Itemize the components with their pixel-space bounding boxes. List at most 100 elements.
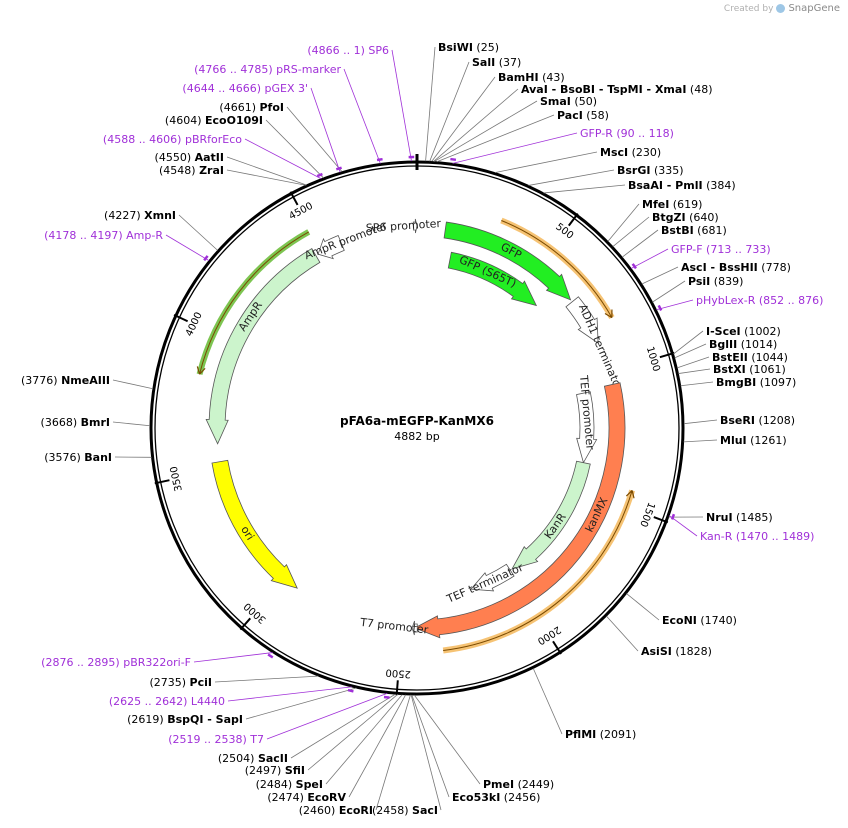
primer-binding-arc xyxy=(500,217,615,320)
site-label[interactable]: NruI (1485) xyxy=(706,511,773,524)
site-label[interactable]: AsiSI (1828) xyxy=(641,645,712,658)
feature-adh1-terminator[interactable] xyxy=(565,296,599,344)
feature-sp6-promoter[interactable] xyxy=(412,218,418,234)
feature-kanr[interactable] xyxy=(511,460,591,570)
feature-gfp-s65t[interactable] xyxy=(447,251,538,307)
site-label[interactable]: BamHI (43) xyxy=(498,71,565,84)
site-label[interactable]: PsiI (839) xyxy=(688,275,743,288)
site-label[interactable]: BstXI (1061) xyxy=(713,363,786,376)
feature-ampr-promoter[interactable] xyxy=(317,234,345,260)
feature-gfp[interactable] xyxy=(443,221,572,301)
site-label[interactable]: AvaI - BsoBI - TspMI - XmaI (48) xyxy=(521,83,713,96)
label-coord: (4604) xyxy=(165,114,205,127)
site-label[interactable]: (2458) SacI xyxy=(372,804,438,817)
label-coord: (640) xyxy=(686,211,719,224)
feature-tef-terminator[interactable] xyxy=(470,563,515,592)
site-label[interactable]: (2497) SfiI xyxy=(245,764,305,777)
feature-label-ampr-promoter: AmpR promoter xyxy=(303,219,390,262)
site-label[interactable]: (2619) BspQI - SapI xyxy=(127,713,243,726)
site-label[interactable]: (4227) XmnI xyxy=(104,209,176,222)
site-label[interactable]: BtgZI (640) xyxy=(652,211,719,224)
feature-ori[interactable] xyxy=(211,459,298,589)
site-leader-line xyxy=(677,356,710,369)
site-label[interactable]: MscI (230) xyxy=(600,146,661,159)
site-label[interactable]: I-SceI (1002) xyxy=(706,325,781,338)
site-label[interactable]: (2460) EcoRI xyxy=(299,804,373,817)
primer-label[interactable]: (4588 .. 4606) pBRforEco xyxy=(103,133,242,146)
site-label[interactable]: BsrGI (335) xyxy=(617,164,684,177)
site-label[interactable]: SalI (37) xyxy=(472,56,521,69)
feature-t7-promoter[interactable] xyxy=(411,620,418,636)
scale-tick-label: 3500 xyxy=(169,465,185,492)
site-label[interactable]: (2474) EcoRV xyxy=(267,791,346,804)
label-coord: (4550) xyxy=(155,151,195,164)
site-label[interactable]: MluI (1261) xyxy=(720,434,787,447)
site-label[interactable]: SmaI (50) xyxy=(540,95,597,108)
label-name: PfoI xyxy=(260,101,285,114)
primer-label[interactable]: (4866 .. 1) SP6 xyxy=(307,44,389,57)
label-coord: (1014) xyxy=(737,338,777,351)
site-label[interactable]: PflMI (2091) xyxy=(565,728,636,741)
primer-arc-layer xyxy=(196,217,636,654)
primer-label[interactable]: Kan-R (1470 .. 1489) xyxy=(700,530,814,543)
primer-label[interactable]: GFP-R (90 .. 118) xyxy=(580,127,674,140)
primer-site-mark xyxy=(376,157,383,162)
label-name: pGEX 3' xyxy=(264,82,308,95)
site-label[interactable]: BstBI (681) xyxy=(661,224,727,237)
site-label[interactable]: (3668) BmrI xyxy=(41,416,110,429)
label-name: SalI xyxy=(472,56,495,69)
site-leader-line xyxy=(626,593,660,621)
label-name: Kan-R xyxy=(700,530,733,543)
site-leader-line xyxy=(652,280,686,303)
primer-label[interactable]: (2876 .. 2895) pBR322ori-F xyxy=(41,656,191,669)
site-label[interactable]: BstEII (1044) xyxy=(712,351,788,364)
primer-leader-line xyxy=(266,692,388,740)
primer-label[interactable]: (2625 .. 2642) L4440 xyxy=(109,695,225,708)
feature-ampr[interactable] xyxy=(205,248,321,445)
site-label[interactable]: (4604) EcoO109I xyxy=(165,114,263,127)
label-coord: (1061) xyxy=(746,363,786,376)
label-name: BglII xyxy=(709,338,737,351)
site-label[interactable]: AscI - BssHII (778) xyxy=(681,261,791,274)
site-label[interactable]: PmeI (2449) xyxy=(483,778,554,791)
site-leader-line xyxy=(375,694,411,811)
label-coord: (4766 .. 4785) xyxy=(194,63,276,76)
site-label[interactable]: (2735) PciI xyxy=(149,676,212,689)
feature-kanmx[interactable] xyxy=(413,382,626,639)
site-leader-line xyxy=(348,694,407,798)
site-label[interactable]: MfeI (619) xyxy=(642,198,702,211)
site-label[interactable]: (4550) AatII xyxy=(155,151,224,164)
primer-label[interactable]: (4644 .. 4666) pGEX 3' xyxy=(182,82,308,95)
primer-label[interactable]: pHybLex-R (852 .. 876) xyxy=(696,294,823,307)
primer-label[interactable]: (2519 .. 2538) T7 xyxy=(168,733,264,746)
site-label[interactable]: (4548) ZraI xyxy=(159,164,224,177)
primer-label[interactable]: (4766 .. 4785) pRS-marker xyxy=(194,63,341,76)
primer-site-mark xyxy=(316,172,323,178)
label-name: SmaI xyxy=(540,95,571,108)
label-coord: (2519 .. 2538) xyxy=(168,733,250,746)
feature-tef-promoter[interactable] xyxy=(576,391,598,464)
primer-site-mark xyxy=(383,695,390,699)
site-label[interactable]: BglII (1014) xyxy=(709,338,777,351)
site-label[interactable]: Eco53kI (2456) xyxy=(452,791,540,804)
site-label[interactable]: BmgBI (1097) xyxy=(716,376,796,389)
primer-label[interactable]: GFP-F (713 .. 733) xyxy=(671,243,771,256)
primer-label[interactable]: (4178 .. 4197) Amp-R xyxy=(44,229,163,242)
site-label[interactable]: EcoNI (1740) xyxy=(662,614,737,627)
scale-tick-label: 4000 xyxy=(184,311,205,339)
site-label[interactable]: PacI (58) xyxy=(557,109,609,122)
site-label[interactable]: BseRI (1208) xyxy=(720,414,795,427)
label-coord: (681) xyxy=(694,224,727,237)
site-label[interactable]: BsiWI (25) xyxy=(438,41,499,54)
site-label[interactable]: (3576) BanI xyxy=(44,451,112,464)
site-label[interactable]: BsaAI - PmlI (384) xyxy=(628,179,736,192)
label-coord: (1828) xyxy=(672,645,712,658)
label-name: AatII xyxy=(195,151,224,164)
label-name: PsiI xyxy=(688,275,710,288)
primer-site-mark xyxy=(267,653,274,659)
site-label[interactable]: (4661) PfoI xyxy=(219,101,284,114)
site-label[interactable]: (3776) NmeAIII xyxy=(21,374,110,387)
site-label[interactable]: (2504) SacII xyxy=(218,752,288,765)
site-label[interactable]: (2484) SpeI xyxy=(256,778,323,791)
snapgene-logo-icon xyxy=(776,4,786,13)
